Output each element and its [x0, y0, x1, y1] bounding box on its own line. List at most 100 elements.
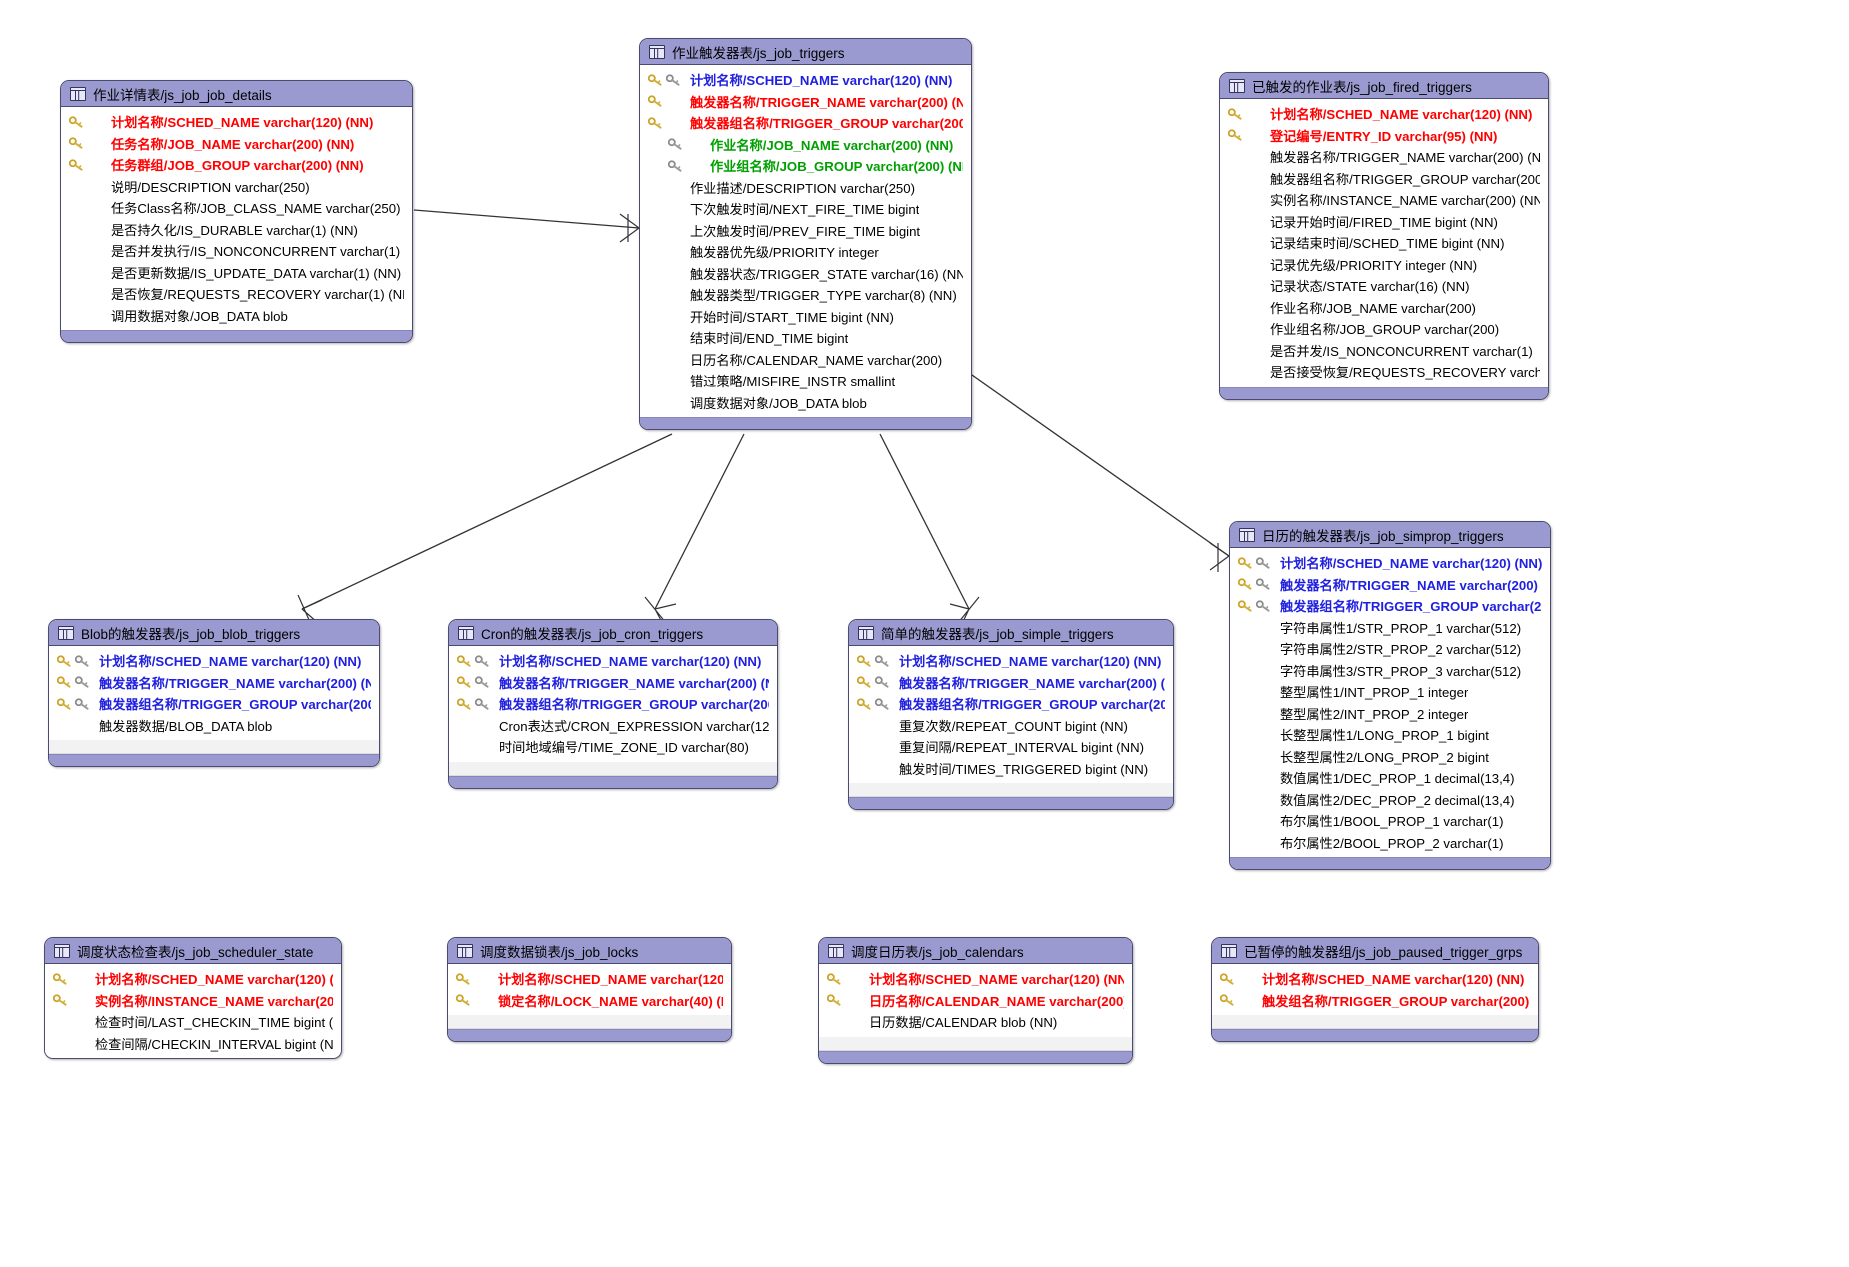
table-row[interactable]: 记录结束时间/SCHED_TIME bigint (NN): [1220, 232, 1548, 254]
table-header-paused_trigger_grps[interactable]: 已暂停的触发器组/js_job_paused_trigger_grps: [1212, 938, 1538, 964]
table-row[interactable]: 时间地域编号/TIME_ZONE_ID varchar(80): [449, 736, 777, 758]
table-box-simprop_triggers[interactable]: 日历的触发器表/js_job_simprop_triggers 计划名称/SCH…: [1229, 521, 1551, 870]
table-row[interactable]: 计划名称/SCHED_NAME varchar(120) (NN): [449, 650, 777, 672]
table-row[interactable]: 任务群组/JOB_GROUP varchar(200) (NN): [61, 154, 412, 176]
table-row[interactable]: 任务名称/JOB_NAME varchar(200) (NN): [61, 133, 412, 155]
table-row[interactable]: 重复次数/REPEAT_COUNT bigint (NN): [849, 715, 1173, 737]
table-row[interactable]: 是否并发/IS_NONCONCURRENT varchar(1): [1220, 340, 1548, 362]
table-row[interactable]: 上次触发时间/PREV_FIRE_TIME bigint: [640, 220, 971, 242]
table-row[interactable]: 计划名称/SCHED_NAME varchar(120) (NN): [45, 968, 341, 990]
table-row[interactable]: 作业名称/JOB_NAME varchar(200) (NN): [640, 134, 971, 156]
table-box-job_details[interactable]: 作业详情表/js_job_job_details 计划名称/SCHED_NAME…: [60, 80, 413, 343]
table-row[interactable]: 数值属性1/DEC_PROP_1 decimal(13,4): [1230, 767, 1550, 789]
table-box-blob_triggers[interactable]: Blob的触发器表/js_job_blob_triggers 计划名称/SCHE…: [48, 619, 380, 767]
table-row[interactable]: 是否持久化/IS_DURABLE varchar(1) (NN): [61, 219, 412, 241]
table-row[interactable]: 计划名称/SCHED_NAME varchar(120) (NN): [1230, 552, 1550, 574]
table-box-paused_trigger_grps[interactable]: 已暂停的触发器组/js_job_paused_trigger_grps 计划名称…: [1211, 937, 1539, 1042]
table-row[interactable]: 计划名称/SCHED_NAME varchar(120) (NN): [49, 650, 379, 672]
table-row[interactable]: 触发器优先级/PRIORITY integer: [640, 241, 971, 263]
table-row[interactable]: 计划名称/SCHED_NAME varchar(120) (NN): [1220, 103, 1548, 125]
table-row[interactable]: 字符串属性3/STR_PROP_3 varchar(512): [1230, 660, 1550, 682]
table-box-triggers[interactable]: 作业触发器表/js_job_triggers 计划名称/SCHED_NAME v…: [639, 38, 972, 430]
table-row[interactable]: 说明/DESCRIPTION varchar(250): [61, 176, 412, 198]
table-row[interactable]: 作业组名称/JOB_GROUP varchar(200): [1220, 318, 1548, 340]
table-row[interactable]: 记录开始时间/FIRED_TIME bigint (NN): [1220, 211, 1548, 233]
table-row[interactable]: 长整型属性1/LONG_PROP_1 bigint: [1230, 724, 1550, 746]
table-row[interactable]: 记录状态/STATE varchar(16) (NN): [1220, 275, 1548, 297]
table-header-simprop_triggers[interactable]: 日历的触发器表/js_job_simprop_triggers: [1230, 522, 1550, 548]
table-row[interactable]: 日历数据/CALENDAR blob (NN): [819, 1011, 1132, 1033]
table-row[interactable]: 实例名称/INSTANCE_NAME varchar(200) (NN): [1220, 189, 1548, 211]
table-row[interactable]: 计划名称/SCHED_NAME varchar(120) (NN): [61, 111, 412, 133]
table-box-calendars[interactable]: 调度日历表/js_job_calendars 计划名称/SCHED_NAME v…: [818, 937, 1133, 1064]
table-row[interactable]: 布尔属性2/BOOL_PROP_2 varchar(1): [1230, 832, 1550, 854]
table-row[interactable]: 触发器名称/TRIGGER_NAME varchar(200) (NN): [449, 672, 777, 694]
table-row[interactable]: 计划名称/SCHED_NAME varchar(120) (NN): [819, 968, 1132, 990]
table-row[interactable]: 字符串属性2/STR_PROP_2 varchar(512): [1230, 638, 1550, 660]
table-row[interactable]: 触发器组名称/TRIGGER_GROUP varchar(200) (NN): [640, 112, 971, 134]
table-header-calendars[interactable]: 调度日历表/js_job_calendars: [819, 938, 1132, 964]
table-header-job_details[interactable]: 作业详情表/js_job_job_details: [61, 81, 412, 107]
table-header-cron_triggers[interactable]: Cron的触发器表/js_job_cron_triggers: [449, 620, 777, 646]
table-row[interactable]: 调用数据对象/JOB_DATA blob: [61, 305, 412, 327]
table-row[interactable]: 检查间隔/CHECKIN_INTERVAL bigint (NN): [45, 1033, 341, 1055]
table-row[interactable]: 实例名称/INSTANCE_NAME varchar(200) (NN): [45, 990, 341, 1012]
table-row[interactable]: 触发器组名称/TRIGGER_GROUP varchar(200) (NN): [1220, 168, 1548, 190]
table-row[interactable]: 字符串属性1/STR_PROP_1 varchar(512): [1230, 617, 1550, 639]
table-row[interactable]: 触发时间/TIMES_TRIGGERED bigint (NN): [849, 758, 1173, 780]
table-row[interactable]: 触发组名称/TRIGGER_GROUP varchar(200) (NN): [1212, 990, 1538, 1012]
table-header-simple_triggers[interactable]: 简单的触发器表/js_job_simple_triggers: [849, 620, 1173, 646]
table-row[interactable]: 作业描述/DESCRIPTION varchar(250): [640, 177, 971, 199]
table-row[interactable]: 是否并发执行/IS_NONCONCURRENT varchar(1) (NN): [61, 240, 412, 262]
table-header-locks[interactable]: 调度数据锁表/js_job_locks: [448, 938, 731, 964]
table-row[interactable]: 整型属性1/INT_PROP_1 integer: [1230, 681, 1550, 703]
table-header-blob_triggers[interactable]: Blob的触发器表/js_job_blob_triggers: [49, 620, 379, 646]
table-row[interactable]: 是否更新数据/IS_UPDATE_DATA varchar(1) (NN): [61, 262, 412, 284]
table-row[interactable]: 触发器名称/TRIGGER_NAME varchar(200) (NN): [1230, 574, 1550, 596]
table-row[interactable]: Cron表达式/CRON_EXPRESSION varchar(120) (NN…: [449, 715, 777, 737]
table-row[interactable]: 触发器数据/BLOB_DATA blob: [49, 715, 379, 737]
table-row[interactable]: 检查时间/LAST_CHECKIN_TIME bigint (NN): [45, 1011, 341, 1033]
table-row[interactable]: 计划名称/SCHED_NAME varchar(120) (NN): [1212, 968, 1538, 990]
table-row[interactable]: 结束时间/END_TIME bigint: [640, 327, 971, 349]
table-row[interactable]: 作业组名称/JOB_GROUP varchar(200) (NN): [640, 155, 971, 177]
table-row[interactable]: 触发器类型/TRIGGER_TYPE varchar(8) (NN): [640, 284, 971, 306]
table-row[interactable]: 下次触发时间/NEXT_FIRE_TIME bigint: [640, 198, 971, 220]
table-row[interactable]: 登记编号/ENTRY_ID varchar(95) (NN): [1220, 125, 1548, 147]
table-row[interactable]: 开始时间/START_TIME bigint (NN): [640, 306, 971, 328]
table-row[interactable]: 触发器组名称/TRIGGER_GROUP varchar(200) (NN): [1230, 595, 1550, 617]
table-header-scheduler_state[interactable]: 调度状态检查表/js_job_scheduler_state: [45, 938, 341, 964]
table-row[interactable]: 任务Class名称/JOB_CLASS_NAME varchar(250) (N…: [61, 197, 412, 219]
table-row[interactable]: 触发器名称/TRIGGER_NAME varchar(200) (NN): [640, 91, 971, 113]
table-row[interactable]: 触发器组名称/TRIGGER_GROUP varchar(200) (NN): [849, 693, 1173, 715]
table-box-fired_triggers[interactable]: 已触发的作业表/js_job_fired_triggers 计划名称/SCHED…: [1219, 72, 1549, 400]
table-row[interactable]: 整型属性2/INT_PROP_2 integer: [1230, 703, 1550, 725]
table-box-cron_triggers[interactable]: Cron的触发器表/js_job_cron_triggers 计划名称/SCHE…: [448, 619, 778, 789]
table-row[interactable]: 计划名称/SCHED_NAME varchar(120) (NN): [849, 650, 1173, 672]
table-row[interactable]: 调度数据对象/JOB_DATA blob: [640, 392, 971, 414]
table-box-simple_triggers[interactable]: 简单的触发器表/js_job_simple_triggers 计划名称/SCHE…: [848, 619, 1174, 810]
table-row[interactable]: 计划名称/SCHED_NAME varchar(120) (NN): [640, 69, 971, 91]
table-row[interactable]: 记录优先级/PRIORITY integer (NN): [1220, 254, 1548, 276]
table-box-locks[interactable]: 调度数据锁表/js_job_locks 计划名称/SCHED_NAME varc…: [447, 937, 732, 1042]
table-row[interactable]: 是否接受恢复/REQUESTS_RECOVERY varchar(1): [1220, 361, 1548, 383]
table-row[interactable]: 触发器名称/TRIGGER_NAME varchar(200) (NN): [849, 672, 1173, 694]
table-row[interactable]: 计划名称/SCHED_NAME varchar(120) (NN): [448, 968, 731, 990]
table-row[interactable]: 触发器名称/TRIGGER_NAME varchar(200) (NN): [49, 672, 379, 694]
table-row[interactable]: 触发器组名称/TRIGGER_GROUP varchar(200) (NN): [449, 693, 777, 715]
table-row[interactable]: 作业名称/JOB_NAME varchar(200): [1220, 297, 1548, 319]
table-row[interactable]: 触发器状态/TRIGGER_STATE varchar(16) (NN): [640, 263, 971, 285]
table-row[interactable]: 日历名称/CALENDAR_NAME varchar(200) (NN): [819, 990, 1132, 1012]
table-row[interactable]: 是否恢复/REQUESTS_RECOVERY varchar(1) (NN): [61, 283, 412, 305]
table-header-fired_triggers[interactable]: 已触发的作业表/js_job_fired_triggers: [1220, 73, 1548, 99]
table-row[interactable]: 触发器组名称/TRIGGER_GROUP varchar(200) (NN): [49, 693, 379, 715]
table-row[interactable]: 布尔属性1/BOOL_PROP_1 varchar(1): [1230, 810, 1550, 832]
table-row[interactable]: 数值属性2/DEC_PROP_2 decimal(13,4): [1230, 789, 1550, 811]
table-header-triggers[interactable]: 作业触发器表/js_job_triggers: [640, 39, 971, 65]
table-row[interactable]: 日历名称/CALENDAR_NAME varchar(200): [640, 349, 971, 371]
table-row[interactable]: 锁定名称/LOCK_NAME varchar(40) (NN): [448, 990, 731, 1012]
table-row[interactable]: 触发器名称/TRIGGER_NAME varchar(200) (NN): [1220, 146, 1548, 168]
table-row[interactable]: 重复间隔/REPEAT_INTERVAL bigint (NN): [849, 736, 1173, 758]
table-box-scheduler_state[interactable]: 调度状态检查表/js_job_scheduler_state 计划名称/SCHE…: [44, 937, 342, 1059]
table-row[interactable]: 错过策略/MISFIRE_INSTR smallint: [640, 370, 971, 392]
